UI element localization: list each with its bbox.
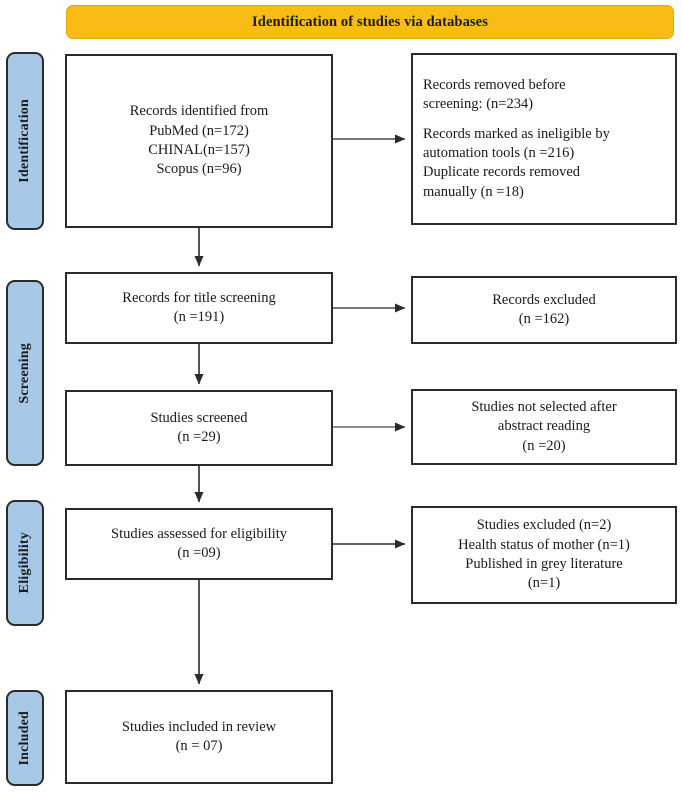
box-studies-included: Studies included in review (n = 07) <box>65 690 333 784</box>
box-line: (n =29) <box>177 429 221 445</box>
box-line: (n = 07) <box>175 738 223 754</box>
stage-label-text: Screening <box>17 342 32 404</box>
box-line: (n =191) <box>173 309 225 325</box>
stage-label-text: Included <box>17 710 32 766</box>
box-line: PubMed (n=172) <box>149 122 249 139</box>
box-line: Published in grey literature <box>465 556 623 572</box>
box-line: Studies not selected after <box>471 398 617 415</box>
diagram-header-banner: Identification of studies via databases <box>66 5 674 39</box>
box-line: abstract reading <box>497 418 591 435</box>
box-line: screening: (n=234) <box>423 96 534 113</box>
box-records-identified: Records identified from PubMed (n=172) C… <box>65 54 333 228</box>
box-line: Records removed before <box>423 76 566 93</box>
box-line: Records excluded <box>492 291 596 308</box>
box-records-excluded: Records excluded (n =162) <box>411 276 677 344</box>
box-line: (n =09) <box>177 545 221 561</box>
box-line: Records for title screening <box>122 289 276 306</box>
box-line: Studies excluded (n=2) <box>476 517 612 534</box>
stage-label-screening: Screening <box>6 280 44 466</box>
box-records-title-screening: Records for title screening (n =191) <box>65 272 333 344</box>
box-line: (n=1) <box>527 575 561 592</box>
stage-label-included: Included <box>6 690 44 786</box>
stage-label-text: Identification <box>17 99 32 183</box>
box-line: (n =20) <box>522 437 566 454</box>
diagram-title: Identification of studies via databases <box>252 13 488 30</box>
box-records-removed: Records removed before screening: (n=234… <box>411 53 677 225</box>
box-line: manually (n =18) <box>423 183 524 200</box>
box-line: Records identified from <box>129 103 269 120</box>
box-studies-screened: Studies screened (n =29) <box>65 390 333 466</box>
box-studies-assessed-eligibility: Studies assessed for eligibility (n =09) <box>65 508 333 580</box>
stage-label-identification: Identification <box>6 52 44 230</box>
box-studies-not-selected: Studies not selected after abstract read… <box>411 389 677 465</box>
box-line: Health status of mother (n=1) <box>458 536 630 553</box>
box-line: Records marked as ineligible by <box>423 125 610 142</box>
box-line: CHINAL(n=157) <box>148 142 250 158</box>
stage-label-eligibility: Eligibility <box>6 500 44 626</box>
box-line: Studies screened <box>150 409 248 426</box>
box-line: Studies included in review <box>121 718 277 735</box>
box-line: automation tools (n =216) <box>423 145 575 161</box>
box-line: (n =162) <box>518 311 570 327</box>
box-line: Scopus (n=96) <box>156 161 242 178</box>
box-line: Studies assessed for eligibility <box>111 525 287 542</box>
box-line: Duplicate records removed <box>423 164 581 181</box>
box-studies-excluded-eligibility: Studies excluded (n=2) Health status of … <box>411 506 677 604</box>
paragraph-spacer <box>413 115 675 125</box>
stage-label-text: Eligibility <box>17 532 32 594</box>
